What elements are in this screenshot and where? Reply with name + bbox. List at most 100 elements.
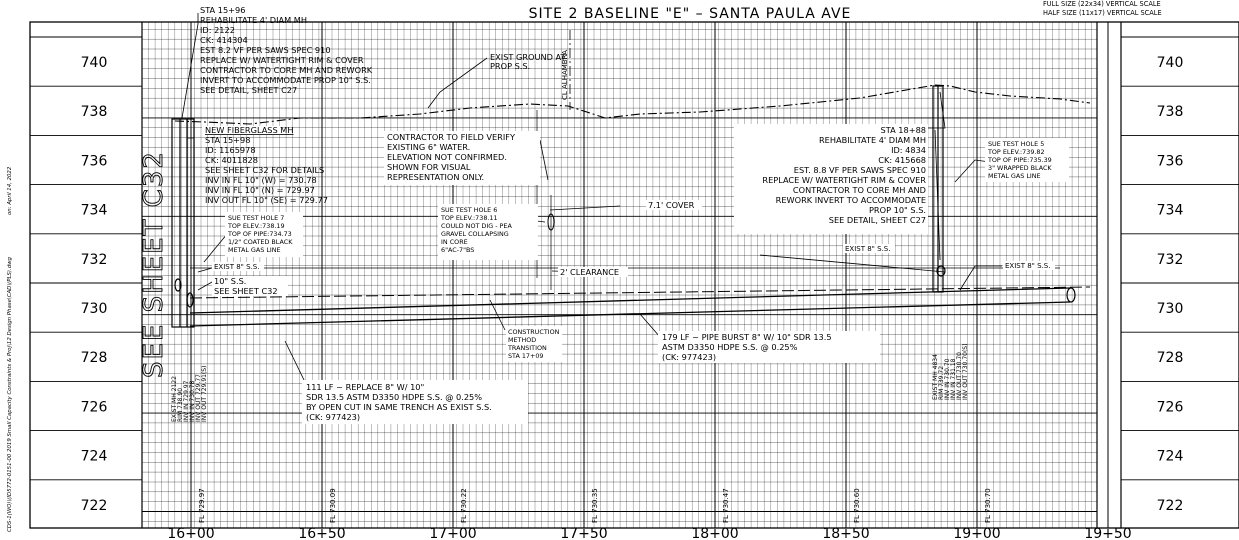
station-label: 17+50 — [560, 526, 607, 540]
svg-text:TOP OF PIPE:734.73: TOP OF PIPE:734.73 — [227, 230, 292, 238]
svg-text:REWORK INVERT TO ACCOMMODATE: REWORK INVERT TO ACCOMMODATE — [776, 195, 926, 205]
manhole-left-data-line: RIM 738.90 — [177, 388, 184, 422]
svg-text:REHABILITATE 4' DIAM MH: REHABILITATE 4' DIAM MH — [200, 15, 307, 25]
manhole-right-data-line: EXIST MH 4834 — [932, 354, 939, 400]
svg-text:SEE SHEET C32: SEE SHEET C32 — [214, 286, 278, 296]
note-fiberglass-mh: NEW FIBERGLASS MH STA 15+98 ID: 1165978 … — [202, 125, 328, 205]
svg-text:6"AC-7"BS: 6"AC-7"BS — [441, 246, 474, 254]
svg-text:SUE TEST HOLE 5: SUE TEST HOLE 5 — [988, 140, 1044, 148]
svg-text:SEE DETAIL, SHEET C27: SEE DETAIL, SHEET C27 — [200, 85, 297, 95]
elevation-label: 736 — [81, 153, 108, 169]
svg-text:EXIST 8" S.S.: EXIST 8" S.S. — [845, 245, 890, 253]
existing-ground-line — [174, 84, 1091, 125]
manhole-right-data-line: INV OUT 730.70(S) — [962, 344, 969, 400]
centerline-label: CL ALHAMBRA — [561, 50, 569, 100]
manhole-left-data-line: INV OUT 729.77 — [195, 374, 202, 422]
manhole-left-data-line: EXIST MH 2122 — [171, 376, 178, 422]
proposed-pipe — [189, 287, 1076, 327]
svg-text:10" S.S.: 10" S.S. — [214, 276, 246, 286]
svg-text:179 LF ~ PIPE BURST 8" W/ 10": 179 LF ~ PIPE BURST 8" W/ 10" SDR 13.5 — [662, 332, 832, 342]
svg-text:METAL GAS LINE: METAL GAS LINE — [228, 246, 281, 254]
svg-text:INV IN FL 10" (N) = 729.97: INV IN FL 10" (N) = 729.97 — [205, 185, 315, 195]
note-exist-ground: EXIST GROUND AT PROP S.S. — [490, 52, 566, 71]
sheet-title: SITE 2 BASELINE "E" – SANTA PAULA AVE — [529, 6, 852, 22]
svg-text:STA 15+96: STA 15+96 — [200, 5, 245, 15]
drawing-date-text: on: April 14, 2022 — [7, 166, 13, 215]
flowline-label: FL 730.47 — [722, 488, 730, 523]
note-field-verify: CONTRACTOR TO FIELD VERIFY EXISTING 6" W… — [384, 131, 540, 185]
svg-text:ID: 4834: ID: 4834 — [891, 145, 926, 155]
note-test-hole-6: SUE TEST HOLE 6 TOP ELEV.:738.11 COULD N… — [438, 204, 538, 260]
svg-text:CK: 4011828: CK: 4011828 — [205, 155, 258, 165]
svg-text:ELEVATION NOT CONFIRMED.: ELEVATION NOT CONFIRMED. — [387, 152, 507, 162]
svg-text:NEW FIBERGLASS MH: NEW FIBERGLASS MH — [205, 125, 294, 135]
station-label: 16+50 — [298, 526, 345, 540]
svg-text:SEE DETAIL, SHEET C27: SEE DETAIL, SHEET C27 — [829, 215, 926, 225]
svg-text:EXISTING 6" WATER.: EXISTING 6" WATER. — [387, 142, 470, 152]
see-sheet-label: SEE SHEET C32 — [139, 150, 169, 378]
svg-text:1/2" COATED BLACK: 1/2" COATED BLACK — [228, 238, 293, 246]
svg-text:EST. 8.8 VF PER SAWS SPEC 910: EST. 8.8 VF PER SAWS SPEC 910 — [794, 165, 926, 175]
elevation-label: 732 — [81, 252, 108, 268]
note-test-hole-5: SUE TEST HOLE 5 TOP ELEV.:739.82 TOP OF … — [985, 138, 1069, 182]
svg-text:PROP 10" S.S.: PROP 10" S.S. — [869, 205, 926, 215]
note-exist-ss-mid: EXIST 8" S.S. — [843, 244, 895, 253]
flowline-label: FL 730.70 — [984, 488, 992, 523]
manhole-right-data-line: INV IN 730.70 — [944, 358, 951, 400]
scale-note-full: FULL SIZE (22x34) VERTICAL SCALE — [1043, 0, 1161, 8]
elevation-label: 740 — [81, 55, 108, 71]
svg-text:111 LF ~ REPLACE 8" W/ 10": 111 LF ~ REPLACE 8" W/ 10" — [306, 382, 424, 392]
svg-text:STA 15+98: STA 15+98 — [205, 135, 250, 145]
svg-text:SHOWN FOR VISUAL: SHOWN FOR VISUAL — [387, 162, 471, 172]
svg-text:EXIST 8" S.S.: EXIST 8" S.S. — [214, 263, 259, 271]
elevation-label: 736 — [1157, 153, 1184, 169]
flowline-label: FL 729.97 — [198, 488, 206, 523]
svg-text:COULD NOT DIG - PEA: COULD NOT DIG - PEA — [441, 222, 512, 230]
svg-text:METHOD: METHOD — [508, 336, 536, 344]
manhole-left-data-line: INV IN 729.97 — [183, 380, 190, 422]
drawing-path-text: CDS-1(WO)\(ID5772-0151-00 2019 Small Cap… — [7, 256, 13, 532]
svg-text:EXIST 8" S.S.: EXIST 8" S.S. — [1005, 262, 1050, 270]
svg-text:CONSTRUCTION: CONSTRUCTION — [508, 328, 560, 336]
station-label: 18+50 — [822, 526, 869, 540]
svg-text:BY OPEN CUT IN SAME TRENCH AS: BY OPEN CUT IN SAME TRENCH AS EXIST S.S. — [306, 402, 492, 412]
elevation-label: 724 — [81, 449, 108, 465]
elevation-label: 734 — [1157, 203, 1184, 219]
elevation-label: 730 — [1157, 301, 1184, 317]
svg-text:(CK: 977423): (CK: 977423) — [662, 352, 716, 362]
svg-text:CONTRACTOR TO CORE MH AND: CONTRACTOR TO CORE MH AND — [793, 185, 926, 195]
svg-text:EXIST GROUND AT: EXIST GROUND AT — [490, 52, 566, 62]
svg-text:TOP ELEV.:738.11: TOP ELEV.:738.11 — [440, 214, 498, 222]
flowline-label: FL 730.09 — [329, 488, 337, 523]
elevation-label: 732 — [1157, 252, 1184, 268]
svg-text:IN CORE: IN CORE — [441, 238, 468, 246]
svg-text:REHABILITATE 4' DIAM MH: REHABILITATE 4' DIAM MH — [819, 135, 926, 145]
svg-text:SUE TEST HOLE 6: SUE TEST HOLE 6 — [441, 206, 497, 214]
manhole-left-data-line: INV IN 730.78 — [189, 380, 196, 422]
flowline-label: FL 730.22 — [460, 488, 468, 523]
flowline-label: FL 730.60 — [853, 488, 861, 523]
svg-text:SDR 13.5 ASTM D3350 HDPE S.S.: SDR 13.5 ASTM D3350 HDPE S.S. @ 0.25% — [306, 392, 482, 402]
elevation-label: 726 — [1157, 399, 1184, 415]
elevation-label: 722 — [81, 498, 108, 514]
svg-text:TOP OF PIPE:735.39: TOP OF PIPE:735.39 — [987, 156, 1052, 164]
svg-text:STA 18+88: STA 18+88 — [881, 125, 926, 135]
note-manhole-left: STA 15+96 REHABILITATE 4' DIAM MH ID: 21… — [200, 5, 373, 95]
elevation-label: 724 — [1157, 449, 1184, 465]
manhole-left-data-line: INV OUT 729.91(S) — [201, 366, 208, 422]
svg-text:REPRESENTATION ONLY.: REPRESENTATION ONLY. — [387, 172, 484, 182]
svg-text:3" WRAPPED BLACK: 3" WRAPPED BLACK — [988, 164, 1052, 172]
station-label: 19+50 — [1084, 526, 1131, 540]
svg-text:EST 8.2 VF PER SAWS SPEC 910: EST 8.2 VF PER SAWS SPEC 910 — [200, 45, 331, 55]
svg-text:INV OUT FL 10" (SE) = 729.77: INV OUT FL 10" (SE) = 729.77 — [205, 195, 328, 205]
svg-text:(CK: 977423): (CK: 977423) — [306, 412, 360, 422]
station-label: 16+00 — [167, 526, 214, 540]
existing-pipe — [189, 286, 1091, 299]
svg-text:GRAVEL COLLAPSING: GRAVEL COLLAPSING — [441, 230, 509, 238]
elevation-label: 740 — [1157, 55, 1184, 71]
svg-text:7.1' COVER: 7.1' COVER — [648, 200, 695, 210]
